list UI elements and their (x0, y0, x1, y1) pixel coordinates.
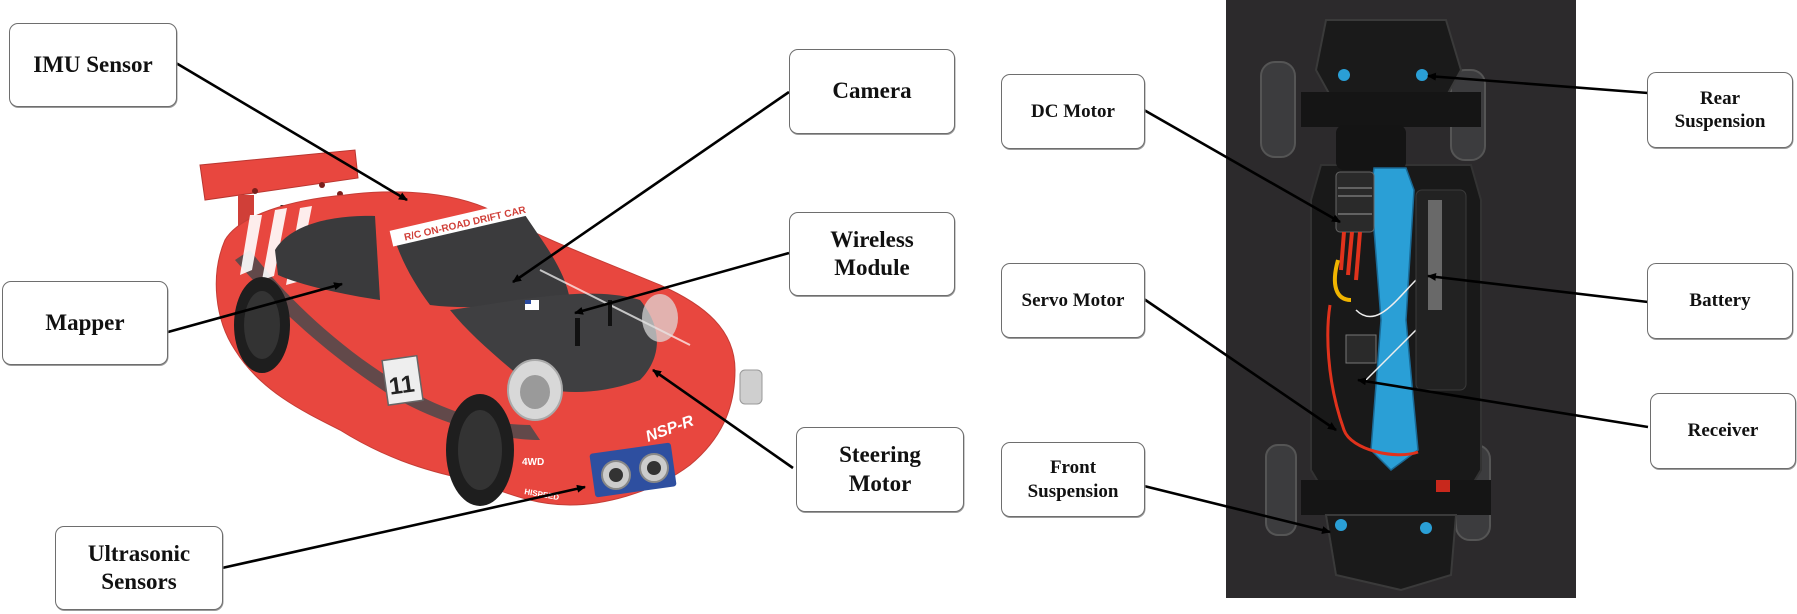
leader-receiver (1357, 377, 1649, 429)
label-wireless-module-line1: Wireless (830, 226, 914, 252)
label-ultrasonic-sensors-line1: Ultrasonic (87, 540, 191, 566)
label-servo-motor: Servo Motor (1001, 263, 1145, 338)
leader-dc-motor (1143, 108, 1341, 224)
label-steering-motor: Steering Motor (796, 427, 964, 512)
leader-ultrasonic-sensors (221, 484, 586, 570)
label-steering-motor-line2: Motor (848, 470, 912, 496)
label-rear-suspension-line1: Rear (1699, 87, 1741, 109)
label-rear-suspension-line2: Suspension (1674, 111, 1766, 132)
leader-servo-motor (1143, 297, 1337, 432)
leader-front-suspension (1143, 484, 1331, 534)
label-receiver-text: Receiver (1687, 420, 1759, 442)
label-dc-motor-text: DC Motor (1031, 100, 1115, 122)
front-wheel (446, 394, 514, 506)
leader-wireless-module (574, 251, 790, 315)
label-dc-motor: DC Motor (1001, 74, 1145, 149)
label-servo-motor-text: Servo Motor (1021, 289, 1125, 311)
label-receiver: Receiver (1650, 393, 1796, 469)
car-window (275, 215, 380, 300)
label-mapper-text: Mapper (45, 309, 125, 335)
car-photo: R/C ON-ROAD DRIFT CAR 11 NSP-R 4WD HISPE… (199, 149, 763, 506)
door-number: 11 (387, 370, 416, 400)
label-ultrasonic-sensors-line2: Sensors (101, 569, 177, 594)
bumper-decal: 4WD (522, 457, 544, 468)
label-camera-text: Camera (832, 78, 912, 104)
label-imu-sensor: IMU Sensor (9, 23, 177, 107)
leader-steering-motor (652, 368, 794, 470)
leader-imu-sensor (175, 61, 408, 202)
chassis-spine (1370, 167, 1419, 471)
label-front-suspension-line1: Front (1049, 457, 1097, 479)
dc-motor-part (1335, 171, 1375, 233)
label-imu-sensor-text: IMU Sensor (33, 51, 153, 77)
label-front-suspension-line2: Suspension (1027, 480, 1119, 502)
ultrasonic-sensor-part (589, 442, 677, 498)
hood (450, 293, 657, 392)
windshield (395, 215, 570, 308)
label-wireless-module-line2: Module (834, 255, 910, 280)
label-wireless-module: Wireless Module (789, 212, 955, 296)
wireless-module-part (575, 318, 580, 346)
label-mapper: Mapper (2, 281, 168, 365)
leader-camera (512, 90, 790, 284)
label-ultrasonic-sensors: Ultrasonic Sensors (55, 526, 223, 610)
label-front-suspension: Front Suspension (1001, 442, 1145, 517)
label-battery-text: Battery (1689, 290, 1751, 312)
label-steering-motor-line1: Steering (839, 442, 921, 468)
label-camera: Camera (789, 49, 955, 134)
leader-battery (1427, 272, 1649, 304)
leader-rear-suspension (1427, 72, 1649, 95)
chassis-photo (1226, 0, 1576, 598)
label-rear-suspension: Rear Suspension (1647, 72, 1793, 148)
leader-mapper (167, 282, 343, 334)
receiver-part (1345, 334, 1377, 364)
label-battery: Battery (1647, 263, 1793, 339)
